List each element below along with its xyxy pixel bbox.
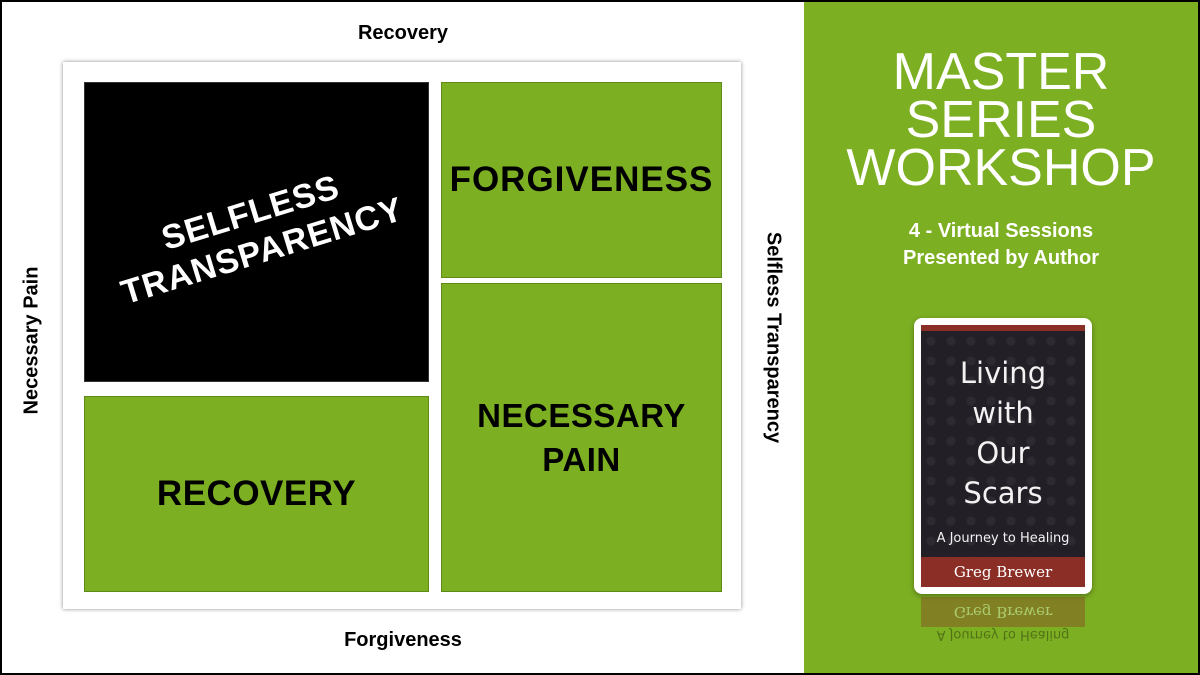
- workshop-title-line3: WORKSHOP: [846, 139, 1156, 197]
- workshop-presenter: Presented by Author: [903, 247, 1099, 269]
- book-title-line4: Scars: [963, 476, 1043, 510]
- quadrant-selfless-transparency: SELFLESS TRANSPARENCY: [84, 82, 429, 382]
- quadrant-pain-line1: NECESSARY: [477, 396, 686, 434]
- book-subtitle: A Journey to Healing: [936, 531, 1070, 546]
- book-title: Living with Our Scars: [921, 353, 1085, 513]
- quadrant-recovery: RECOVERY: [84, 396, 429, 592]
- axis-label-bottom: Forgiveness: [344, 629, 462, 651]
- workshop-title-line2: SERIES: [905, 91, 1097, 149]
- workshop-panel: MASTER SERIES WORKSHOP 4 - Virtual Sessi…: [804, 2, 1198, 673]
- axis-label-left: Necessary Pain: [20, 266, 43, 415]
- book-reflection-subtitle: A Journey to Healing: [936, 627, 1070, 642]
- book-title-line3: Our: [976, 436, 1030, 470]
- book-author: Greg Brewer: [921, 557, 1085, 587]
- quadrant-forgiveness-label: FORGIVENESS: [449, 160, 714, 199]
- quadrant-pain-label: NECESSARY PAIN: [477, 394, 686, 482]
- book-cover-image: Living with Our Scars A Journey to Heali…: [914, 318, 1092, 594]
- quadrant-matrix: SELFLESS TRANSPARENCY FORGIVENESS RECOVE…: [63, 62, 741, 609]
- book-title-line2: with: [972, 396, 1034, 430]
- quadrant-necessary-pain: NECESSARY PAIN: [441, 283, 722, 592]
- book-title-line1: Living: [959, 356, 1047, 390]
- book-reflection: Greg Brewer A Journey to Healing: [921, 597, 1085, 643]
- quadrant-pain-line2: PAIN: [542, 440, 621, 478]
- axis-label-top: Recovery: [357, 22, 449, 44]
- quadrant-forgiveness: FORGIVENESS: [441, 82, 722, 278]
- book-reflection-author: Greg Brewer: [921, 597, 1085, 627]
- workshop-details: 4 - Virtual Sessions Presented by Author: [804, 218, 1198, 272]
- quadrant-recovery-label: RECOVERY: [156, 474, 357, 513]
- workshop-title-line1: MASTER: [892, 43, 1110, 101]
- workshop-sessions: 4 - Virtual Sessions: [908, 220, 1094, 242]
- workshop-title: MASTER SERIES WORKSHOP: [804, 43, 1198, 197]
- book-cover: Living with Our Scars A Journey to Heali…: [921, 325, 1085, 587]
- axis-label-right: Selfless Transparency: [762, 231, 785, 444]
- quadrant-selfless-label: SELFLESS TRANSPARENCY: [105, 151, 408, 313]
